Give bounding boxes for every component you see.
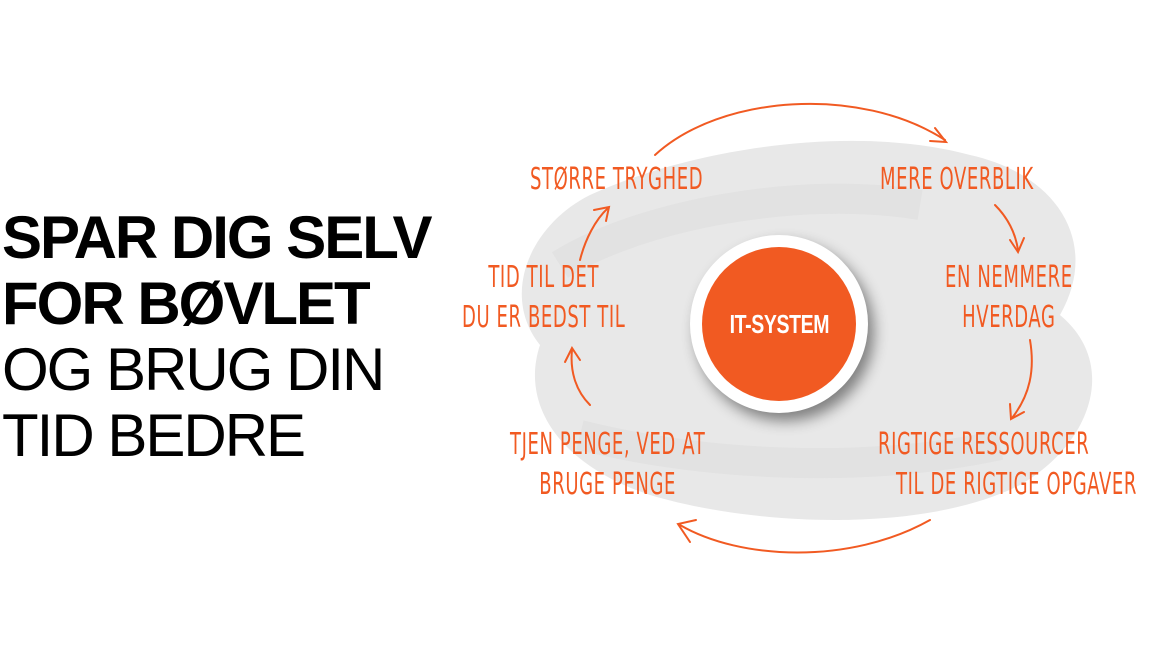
cycle-text: Tjen penge, ved at — [510, 427, 706, 462]
it-system-label: IT-SYSTEM — [729, 308, 829, 339]
cycle-item-ressourcer: Rigtige ressourcer til de rigtige opgave… — [878, 425, 1137, 505]
cycle-text: Rigtige ressourcer — [878, 427, 1090, 462]
headline-line-3: OG BRUG DIN — [2, 336, 385, 403]
headline: SPAR DIG SELV FOR BØVLET OG BRUG DIN TID… — [2, 204, 433, 469]
cycle-item-overblik: Mere overblik — [880, 160, 1034, 200]
headline-line-2: FOR BØVLET — [2, 270, 371, 337]
cycle-text: til de rigtige opgaver — [896, 467, 1138, 502]
cycle-text: Tid til det — [488, 260, 600, 295]
headline-line-1: SPAR DIG SELV — [2, 204, 433, 271]
cycle-text: Større tryghed — [530, 162, 704, 197]
cycle-item-tryghed: Større tryghed — [530, 160, 703, 200]
cycle-text: bruge penge — [539, 467, 676, 502]
headline-line-4: TID BEDRE — [2, 402, 306, 469]
cycle-item-tjen-penge: Tjen penge, ved at bruge penge — [510, 425, 705, 505]
cycle-item-hverdag: En nemmere hverdag — [945, 258, 1073, 338]
cycle-item-tid: Tid til det du er bedst til — [462, 258, 625, 338]
cycle-text: En nemmere — [945, 260, 1073, 295]
cycle-text: hverdag — [962, 300, 1056, 335]
cycle-text: du er bedst til — [462, 300, 626, 335]
it-system-badge: IT-SYSTEM — [690, 235, 868, 413]
cycle-text: Mere overblik — [880, 162, 1034, 197]
